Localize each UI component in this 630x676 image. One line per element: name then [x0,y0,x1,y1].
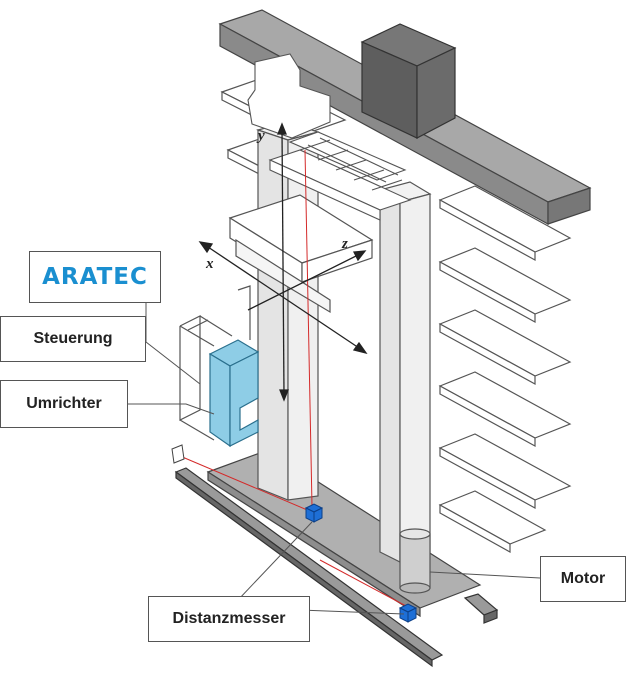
axis-z-arrow [247,253,361,311]
control-cabinet [208,339,260,448]
laser-beam-z [304,149,313,507]
axis-x-arrow [204,244,363,351]
label-umrichter: Umrichter [0,380,128,428]
leader-umrichter [128,403,215,415]
laser-beam-x [179,455,313,513]
top-drive-block [360,23,457,139]
axis-label-x: x [206,256,214,272]
laser-beam-floor [319,559,407,607]
label-distanzmesser: Distanzmesser [148,596,310,642]
cage-frame [179,285,251,441]
cabinet-side [229,351,259,447]
reflector [171,444,185,464]
cabinet-front [209,352,231,448]
label-steuerung-text: Steuerung [33,330,113,347]
axis-arrows [198,122,368,402]
label-motor: Motor [540,556,626,602]
leader-distanzmesser-1 [237,521,313,601]
motor-cylinder [399,528,431,594]
aratec-logo: ARATEC [42,264,148,290]
distance-sensors [304,503,418,623]
axis-label-z: z [342,236,348,252]
leader-motor [429,571,541,579]
leader-lines [128,300,541,615]
sensor-mast [304,503,324,523]
rack-shelves [220,77,572,554]
mast-right [378,181,432,563]
leader-distanzmesser-2 [299,609,405,615]
label-motor-text: Motor [560,570,606,587]
label-steuerung: Steuerung [0,316,146,362]
label-umrichter-text: Umrichter [26,395,102,412]
leader-steuerung [145,300,201,385]
aratec-logo-box: ARATEC [29,251,161,303]
axis-label-y: y [258,128,265,144]
axis-y-arrow [281,129,285,396]
floor-guide-rail [174,467,499,668]
label-distanzmesser-text: Distanzmesser [172,610,286,627]
upper-gantry [247,53,412,221]
sensor-floor [398,603,418,623]
lift-carriage [228,194,374,314]
laser-beams [179,149,407,607]
